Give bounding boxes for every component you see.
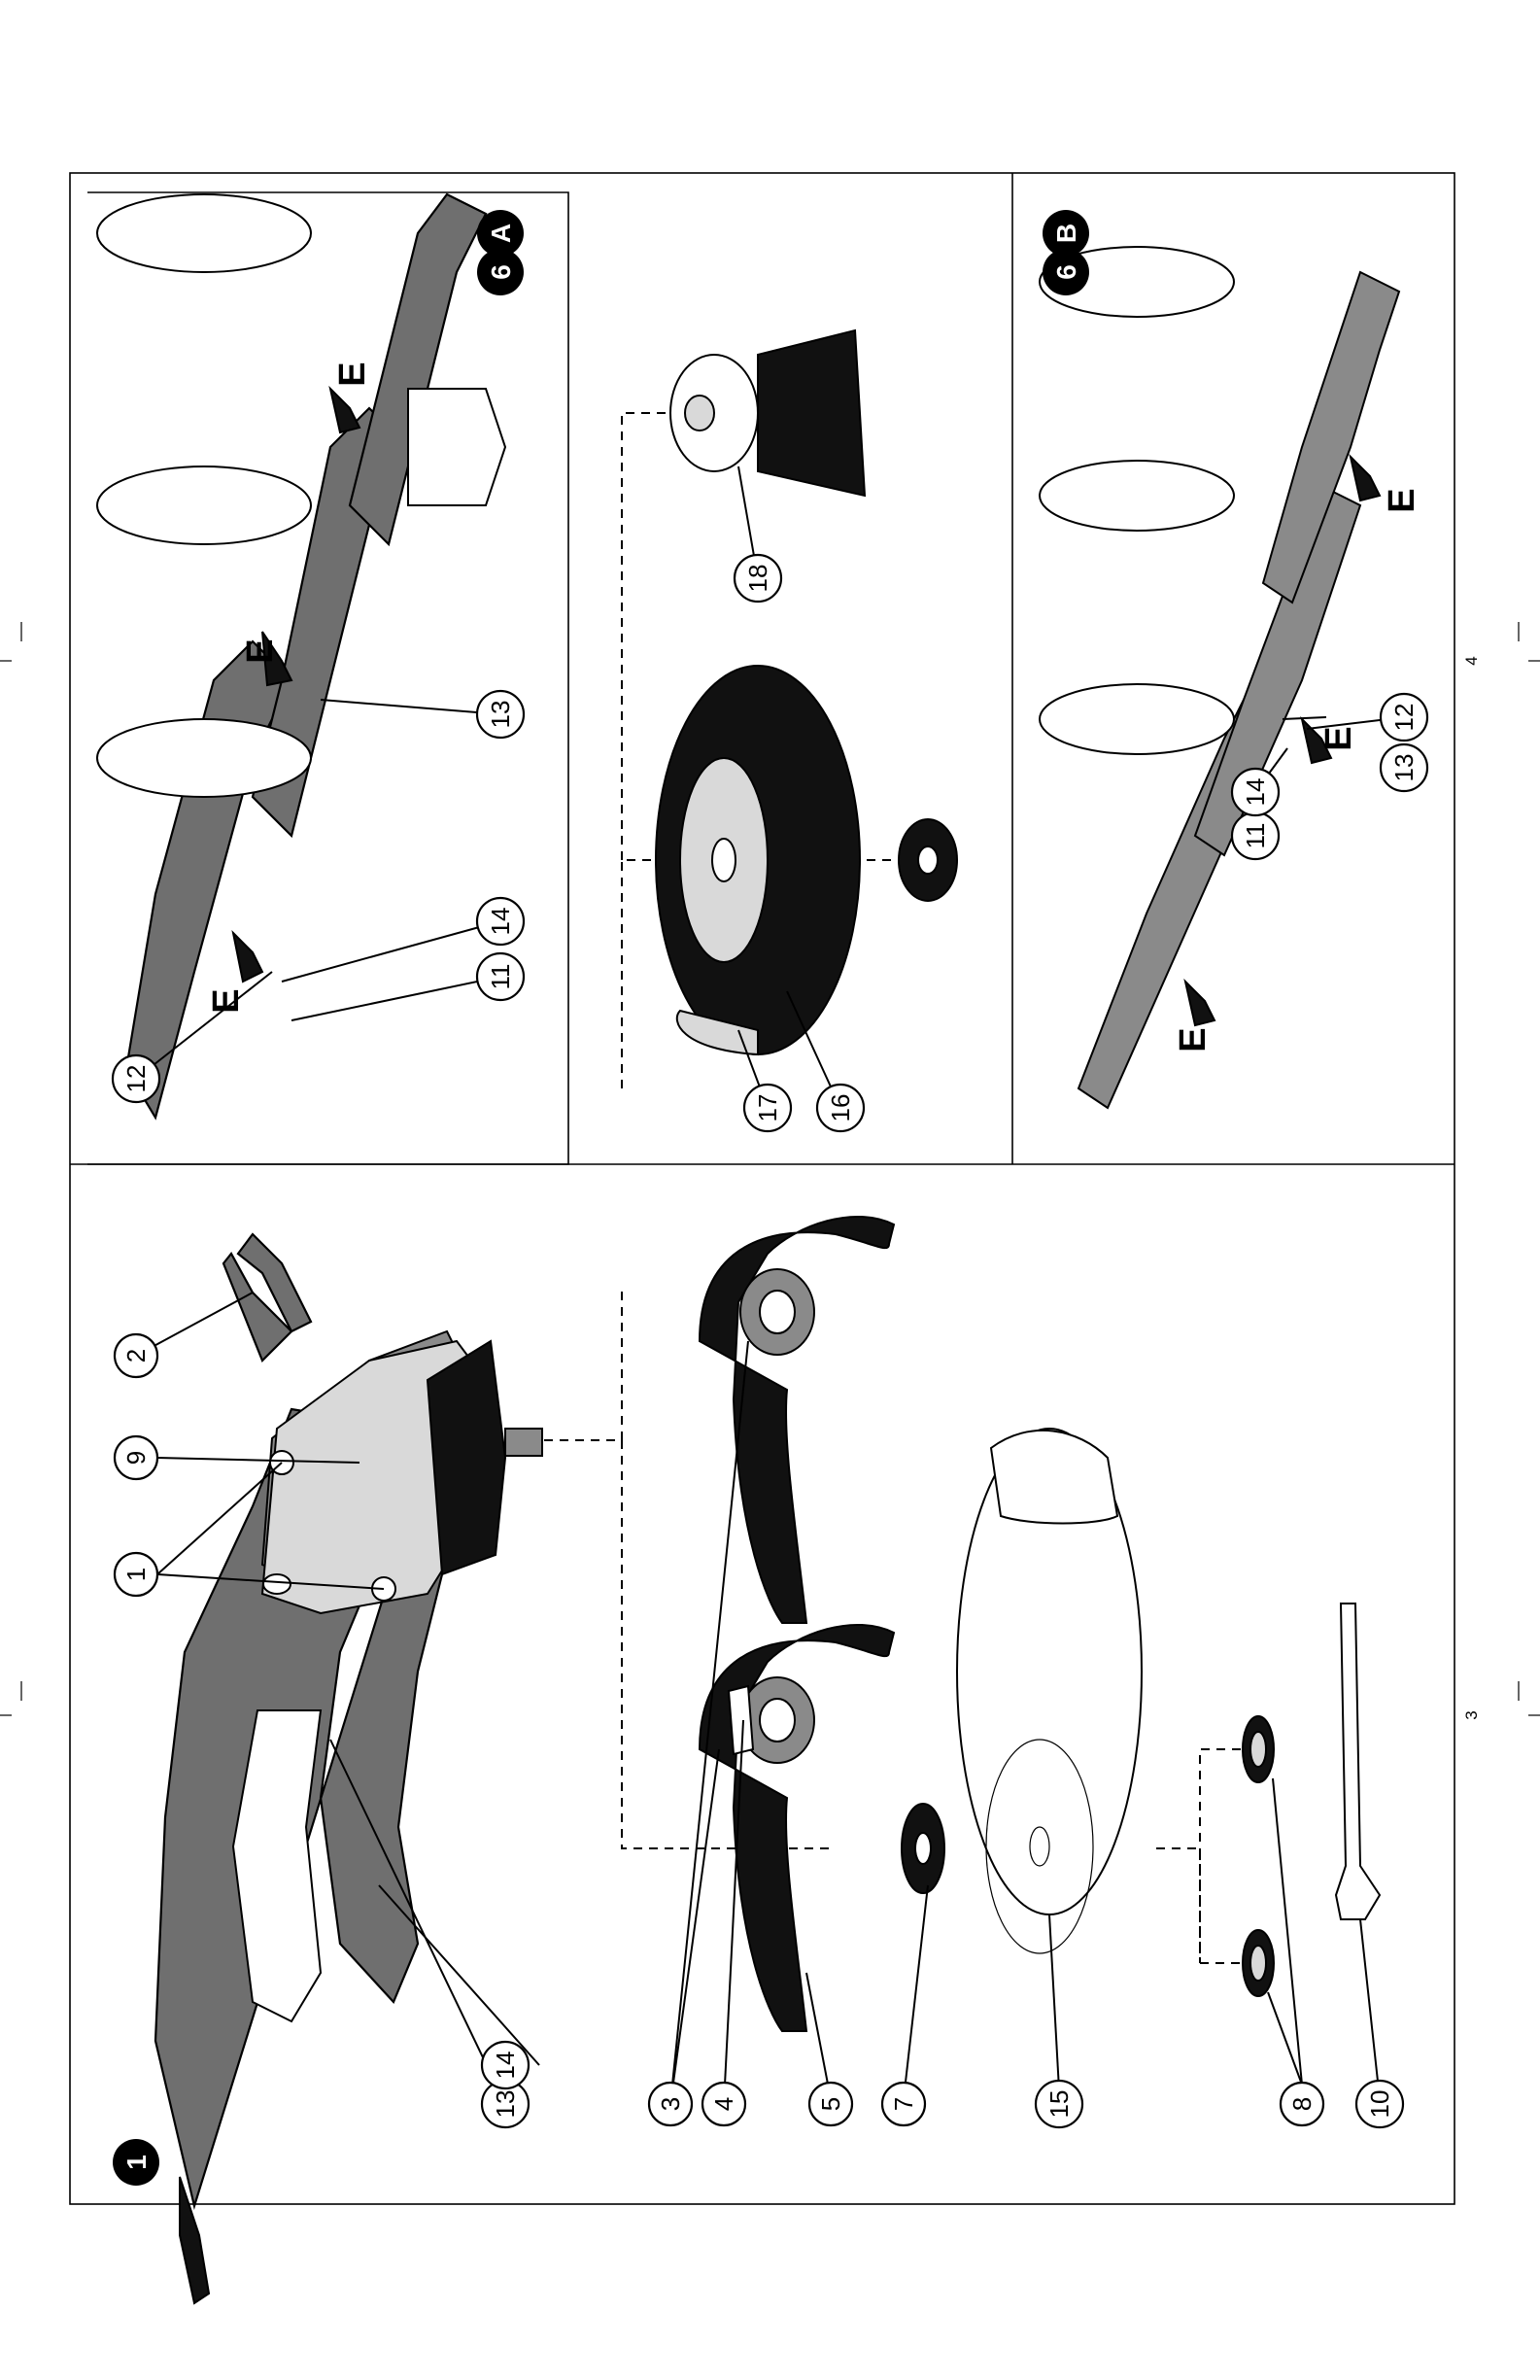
svg-text:2: 2 bbox=[121, 1349, 151, 1362]
disc-6b-3 bbox=[1040, 684, 1234, 754]
svg-text:4: 4 bbox=[709, 2097, 738, 2111]
svg-text:11: 11 bbox=[486, 964, 515, 990]
disc-6b-2 bbox=[1040, 461, 1234, 531]
guard-collar-upper-hole bbox=[760, 1291, 795, 1333]
callout-7: 7 bbox=[882, 2083, 925, 2125]
e-label-6a-1: E bbox=[206, 988, 247, 1013]
callout-6a-13: 13 bbox=[477, 691, 524, 738]
callout-17: 17 bbox=[744, 1085, 791, 1131]
disc-6a-1 bbox=[97, 194, 311, 272]
figure-6a-badge-letter: A bbox=[486, 224, 516, 243]
svg-text:13: 13 bbox=[486, 701, 515, 729]
figure-6a-grinders bbox=[97, 194, 505, 1118]
figure-6b-grinders bbox=[1040, 247, 1399, 1108]
hand-6a bbox=[408, 389, 505, 505]
svg-text:12: 12 bbox=[121, 1065, 151, 1093]
svg-text:11: 11 bbox=[1241, 823, 1270, 849]
svg-text:12: 12 bbox=[1389, 704, 1419, 732]
diamond-disc-segments bbox=[991, 1431, 1117, 1524]
backing-flange-hole bbox=[915, 1833, 931, 1864]
svg-text:8: 8 bbox=[1287, 2097, 1317, 2111]
page-number-4: 4 bbox=[1462, 656, 1481, 665]
callout-6b-12: 12 bbox=[1381, 694, 1427, 741]
arrow-e-6b-3 bbox=[1351, 457, 1380, 500]
disc-6a-3 bbox=[97, 719, 311, 797]
svg-text:14: 14 bbox=[491, 2052, 520, 2080]
svg-text:15: 15 bbox=[1044, 2090, 1074, 2119]
figure-1-grinder bbox=[155, 1234, 542, 2303]
callout-8: 8 bbox=[1281, 2083, 1323, 2125]
spindle-lock-button bbox=[263, 1574, 291, 1594]
callout-14: 14 bbox=[482, 2042, 529, 2088]
grinder-6a-1 bbox=[126, 641, 291, 1118]
callout-16: 16 bbox=[817, 1085, 864, 1131]
callout-5: 5 bbox=[809, 2083, 852, 2125]
svg-text:16: 16 bbox=[826, 1094, 855, 1122]
e-label-6b-1: E bbox=[1173, 1027, 1214, 1052]
callout-18: 18 bbox=[735, 555, 781, 602]
figure-6b-badge-letter: B bbox=[1051, 224, 1081, 243]
guard-collar-lower-hole bbox=[760, 1699, 795, 1742]
svg-text:18: 18 bbox=[743, 565, 772, 593]
svg-text:9: 9 bbox=[121, 1451, 151, 1465]
callout-2: 2 bbox=[115, 1334, 157, 1377]
wheel-guards bbox=[700, 1217, 894, 2031]
clamping-nut-a-face bbox=[1250, 1732, 1266, 1767]
e-label-6b-2: E bbox=[1318, 726, 1359, 750]
arrow-e-6a-1 bbox=[233, 933, 262, 982]
callout-6a-12: 12 bbox=[113, 1055, 159, 1102]
depressed-centre-disc-hole bbox=[712, 839, 736, 881]
callout-6b-11: 11 bbox=[1232, 812, 1279, 859]
figure-1-badge-label: 1 bbox=[121, 2155, 152, 2170]
spindle-collar bbox=[428, 1341, 505, 1574]
page-number-3: 3 bbox=[1462, 1710, 1481, 1719]
arrow-e-6b-1 bbox=[1185, 982, 1215, 1025]
svg-text:1: 1 bbox=[121, 1568, 151, 1581]
e-label-6a-2: E bbox=[240, 638, 281, 663]
callout-6b-13: 13 bbox=[1381, 744, 1427, 791]
clamping-nut-disc-hole bbox=[918, 846, 938, 874]
arrow-e-6a-3 bbox=[330, 389, 359, 432]
svg-text:13: 13 bbox=[491, 2090, 520, 2119]
figure-1-badge: 1 bbox=[113, 2139, 159, 2186]
figure-6a-badge-number: 6 bbox=[486, 264, 516, 280]
svg-text:10: 10 bbox=[1365, 2090, 1394, 2119]
clamping-nut-b-face bbox=[1250, 1946, 1266, 1981]
svg-text:14: 14 bbox=[1241, 778, 1270, 807]
disc-6a-2 bbox=[97, 466, 311, 544]
svg-text:14: 14 bbox=[486, 908, 515, 936]
svg-text:13: 13 bbox=[1389, 754, 1419, 782]
callout-6a-14: 14 bbox=[477, 898, 524, 945]
figure-6b-badge-number: 6 bbox=[1051, 264, 1081, 280]
callout-9: 9 bbox=[115, 1436, 157, 1479]
callout-10: 10 bbox=[1356, 2081, 1403, 2127]
two-pin-spanner bbox=[1336, 1604, 1380, 1919]
svg-text:17: 17 bbox=[753, 1094, 782, 1122]
callout-3: 3 bbox=[649, 2083, 692, 2125]
svg-text:7: 7 bbox=[889, 2097, 918, 2111]
e-label-6a-3: E bbox=[332, 362, 373, 386]
wire-brush-hub bbox=[685, 396, 714, 431]
guard-lever bbox=[729, 1686, 753, 1754]
wire-brush-bristles bbox=[758, 330, 865, 496]
callout-15: 15 bbox=[1036, 2081, 1082, 2127]
callout-4: 4 bbox=[702, 2083, 745, 2125]
callout-6a-11: 11 bbox=[477, 953, 524, 1000]
spindle-thread bbox=[505, 1429, 542, 1456]
figure-6a-badge: 6 A bbox=[477, 210, 524, 295]
callout-1: 1 bbox=[115, 1553, 157, 1596]
callout-6b-14: 14 bbox=[1232, 769, 1279, 815]
svg-text:3: 3 bbox=[656, 2097, 685, 2111]
svg-text:5: 5 bbox=[816, 2097, 845, 2111]
e-label-6b-3: E bbox=[1382, 488, 1422, 512]
